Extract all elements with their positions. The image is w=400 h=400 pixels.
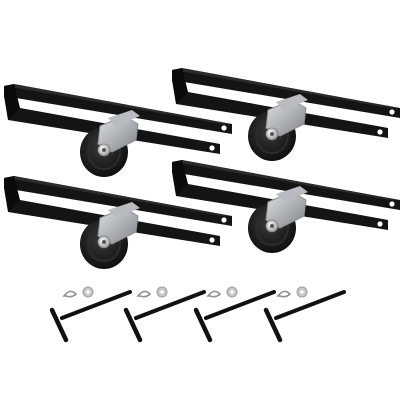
swivel-top-plate [108,202,140,218]
swivel-top-plate [108,110,140,126]
axle-bolt [102,148,106,152]
hardware-set-1 [49,286,132,343]
frame-upper-highlight [174,160,398,200]
bolt-hole [377,221,383,227]
t-pin-handle [49,307,69,343]
hitch-clip [62,290,78,298]
axle-bolt [102,240,106,244]
frame-upper-highlight [6,176,230,216]
caster-assembly-2 [172,68,400,161]
hitch-clip [206,290,222,298]
bolt-hole [389,109,395,115]
frame-end-plate [172,68,188,104]
frame-upper-bar [4,176,232,226]
t-pin-shaft [60,290,132,320]
washer-hole [300,290,304,294]
t-pin-shaft [204,290,276,320]
washer-hole [230,290,234,294]
hardware-set-2 [123,286,206,343]
frame-upper-bar [4,84,232,134]
t-pin-handle [263,307,283,343]
caster-assembly-1 [4,84,232,177]
hardware-set-3 [193,286,276,343]
swivel-top-plate [276,186,308,202]
axle-bolt [270,132,274,136]
frame-end-plate [4,176,20,212]
caster-assembly-3 [4,176,232,269]
swivel-top-plate [276,94,308,110]
bolt-hole [377,129,383,135]
frame-end-plate [4,84,20,120]
t-pin-handle [193,307,213,343]
t-pin-handle [123,307,143,343]
washer-hole [160,290,164,294]
frame-upper-highlight [6,84,230,124]
hardware-set-4 [263,286,346,343]
caster-assembly-4 [172,160,400,253]
frame-upper-highlight [174,68,398,108]
bolt-hole [209,237,215,243]
bolt-hole [209,145,215,151]
bolt-hole [221,217,227,223]
washer-hole [86,290,90,294]
t-pin-shaft [274,290,346,320]
frame-end-plate [172,160,188,196]
hitch-clip [276,290,292,298]
axle-bolt [270,224,274,228]
frame-upper-bar [172,160,400,210]
bolt-hole [389,201,395,207]
t-pin-shaft [134,290,206,320]
frame-upper-bar [172,68,400,118]
hitch-clip [136,290,152,298]
bolt-hole [221,125,227,131]
